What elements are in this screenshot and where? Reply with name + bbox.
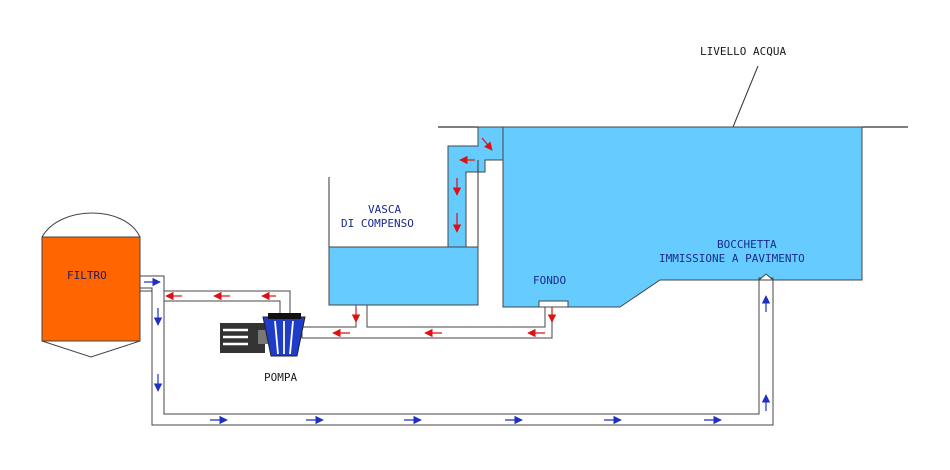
floor-inlet-fitting — [757, 273, 775, 281]
suction-flow-arrows — [165, 137, 557, 338]
return-pipe — [139, 275, 774, 426]
compensation-tank-water — [328, 246, 479, 306]
pump-label: POMPA — [264, 371, 298, 384]
flow-arrow — [481, 137, 493, 151]
main-pool — [502, 126, 863, 308]
pump-icon — [220, 313, 306, 357]
compensation-tank-label-line1: VASCA — [368, 203, 402, 216]
floor-inlet-label-line1: BOCCHETTA — [717, 238, 777, 251]
return-flow-arrows — [144, 277, 771, 425]
bottom-drain-fitting — [538, 300, 569, 308]
overflow-channel — [447, 126, 504, 248]
water-level-pointer — [732, 65, 759, 128]
water-level-label: LIVELLO ACQUA — [700, 45, 787, 58]
filter-tank-top — [41, 212, 141, 238]
filter-tank-bottom — [41, 340, 141, 358]
filter-tank-body — [41, 236, 141, 342]
bottom-drain-label: FONDO — [533, 274, 567, 287]
floor-inlet-label-line2: IMMISSIONE A PAVIMENTO — [659, 252, 805, 265]
filter-label: FILTRO — [67, 269, 107, 282]
compensation-tank-label-line2: DI COMPENSO — [341, 217, 414, 230]
